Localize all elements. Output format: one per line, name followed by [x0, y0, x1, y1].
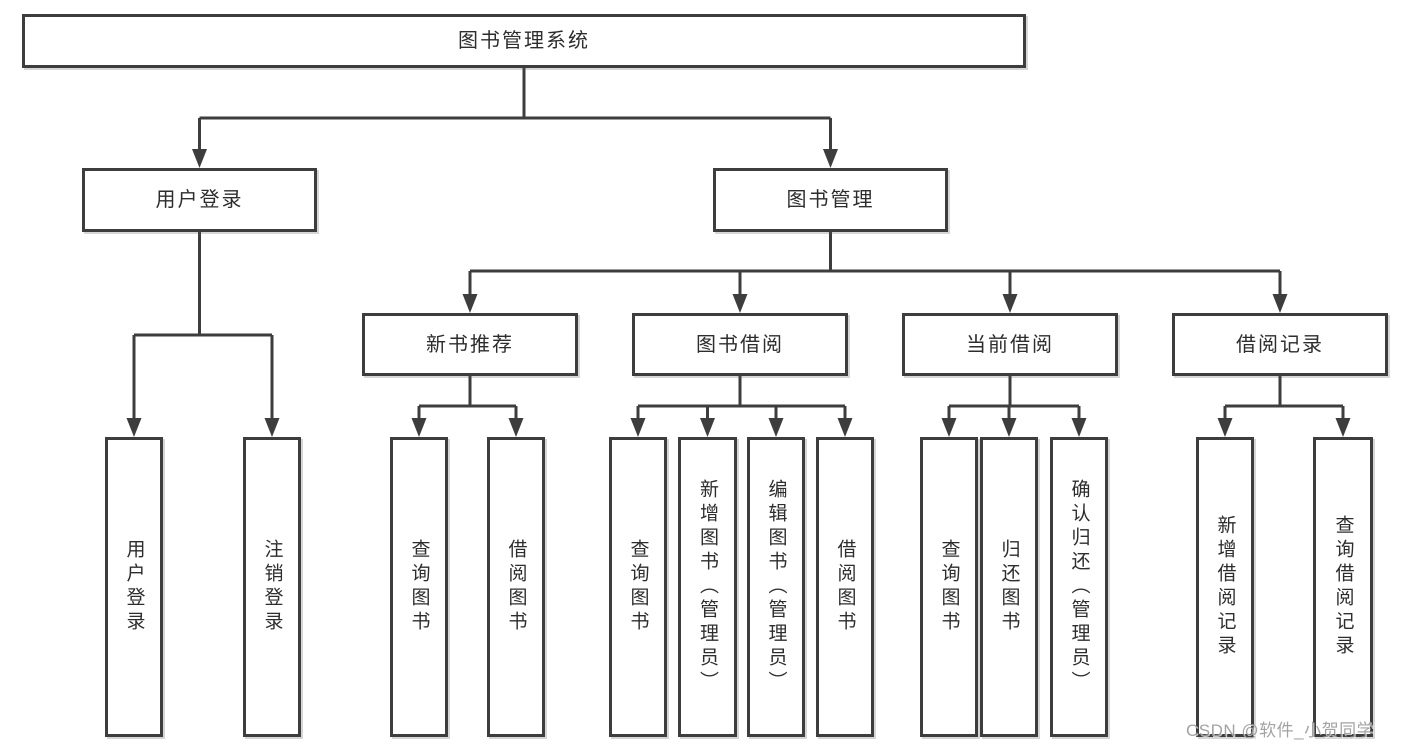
node-label: 编辑图书（管理员）: [765, 479, 787, 695]
node-label: 图书管理系统: [458, 30, 590, 52]
node-label: 借阅记录: [1236, 333, 1324, 356]
node-leaf-query-books-3: 查询图书: [920, 437, 978, 737]
node-label: 查询图书: [408, 539, 430, 635]
node-label: 新书推荐: [426, 333, 514, 356]
node-leaf-confirm-return-admin: 确认归还（管理员）: [1050, 437, 1108, 737]
node-leaf-query-books-1: 查询图书: [390, 437, 448, 737]
node-new-book-recommend: 新书推荐: [362, 313, 578, 376]
node-label: 新增图书（管理员）: [697, 479, 718, 695]
node-leaf-borrow-books-2: 借阅图书: [816, 437, 874, 737]
node-leaf-edit-books-admin: 编辑图书（管理员）: [747, 437, 805, 737]
node-current-borrowing: 当前借阅: [902, 313, 1118, 376]
csdn-watermark: CSDN @软件_小贺同学: [1186, 721, 1375, 740]
node-leaf-query-borrow-record: 查询借阅记录: [1313, 437, 1373, 737]
node-label: 图书管理: [786, 189, 875, 211]
node-label: 用户登录: [123, 539, 145, 635]
node-borrowing-records: 借阅记录: [1172, 313, 1388, 376]
node-leaf-add-books-admin: 新增图书（管理员）: [678, 437, 737, 737]
node-leaf-add-borrow-record: 新增借阅记录: [1196, 437, 1254, 737]
node-label: 借阅图书: [834, 539, 856, 635]
node-book-management: 图书管理: [713, 168, 948, 232]
node-label: 图书借阅: [696, 333, 784, 356]
node-user-login: 用户登录: [82, 168, 317, 232]
node-label: 当前借阅: [966, 333, 1054, 356]
node-leaf-query-books-2: 查询图书: [609, 437, 667, 737]
node-leaf-return-books: 归还图书: [980, 437, 1038, 737]
node-label: 确认归还（管理员）: [1068, 479, 1090, 695]
node-label: 用户登录: [155, 189, 244, 211]
node-book-borrowing: 图书借阅: [632, 313, 848, 376]
node-label: 查询图书: [627, 539, 649, 635]
node-label: 注销登录: [261, 539, 283, 635]
node-label: 查询借阅记录: [1332, 515, 1354, 659]
node-label: 查询图书: [938, 539, 960, 635]
node-label: 借阅图书: [505, 539, 527, 635]
node-label: 新增借阅记录: [1214, 515, 1236, 659]
node-leaf-borrow-books-1: 借阅图书: [487, 437, 545, 737]
node-label: 归还图书: [998, 539, 1020, 635]
node-system-root: 图书管理系统: [22, 14, 1026, 68]
node-leaf-user-login: 用户登录: [105, 437, 163, 737]
node-leaf-logout: 注销登录: [243, 437, 301, 737]
